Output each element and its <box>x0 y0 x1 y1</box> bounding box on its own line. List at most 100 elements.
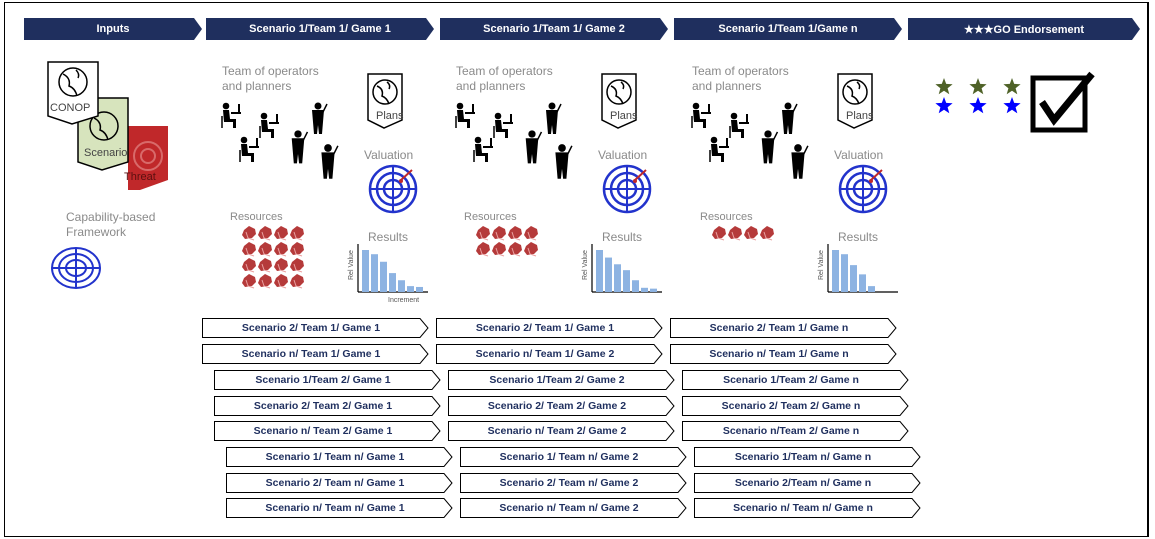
valuation-label: Valuation <box>834 148 884 162</box>
result-bar <box>614 264 621 292</box>
game-chevron <box>436 318 663 338</box>
result-bar <box>371 254 378 292</box>
game-chevron <box>214 370 441 390</box>
game-box: Scenario n/ Team 1/ Game 2 <box>436 344 664 364</box>
game-chevron <box>694 473 921 493</box>
scenario-label: Scenario <box>84 147 128 159</box>
game-chevron <box>460 498 687 518</box>
game-label: Scenario n/ Team 1/ Game 1 <box>241 348 381 360</box>
star-icon <box>1003 97 1021 114</box>
game-box: Scenario n/ Team 2/ Game 1 <box>214 421 442 441</box>
valuation-target-icon <box>838 164 888 214</box>
header-scenario-1-game-1: Scenario 1/Team 1/ Game 1 <box>206 18 434 40</box>
y-axis-label: Rel Value <box>582 250 589 280</box>
game-label: Scenario n/ Team n/ Game n <box>733 502 873 514</box>
game-box: Scenario 2/ Team 2/ Game n <box>682 396 910 416</box>
result-bar <box>832 250 839 292</box>
game-chevron <box>448 421 675 441</box>
framework-label: Capability-based Framework <box>66 210 156 239</box>
game-label: Scenario 2/ Team 2/ Game n <box>721 400 861 412</box>
results-label: Results <box>838 230 879 244</box>
game-chevron <box>682 370 909 390</box>
game-chevron <box>682 396 909 416</box>
game-box: Scenario 1/Team n/ Game n <box>694 447 922 467</box>
game-box: Scenario 2/ Team 2/ Game 2 <box>448 396 676 416</box>
operators-planners-icon <box>691 102 809 179</box>
game-label: Scenario n/Team 2/ Game n <box>722 425 860 437</box>
game-chevron <box>670 318 897 338</box>
result-bar <box>868 286 875 292</box>
header-chevron <box>674 18 902 40</box>
game-chevron <box>214 396 441 416</box>
result-bar <box>841 254 848 292</box>
resources-label: Resources <box>230 211 283 223</box>
resources-icon <box>476 226 538 257</box>
header-go-endorsement: ★★★GO Endorsement <box>908 18 1140 40</box>
result-bar <box>641 287 648 292</box>
conop-label: CONOP <box>50 102 91 114</box>
game-chevron <box>226 498 453 518</box>
game-box: Scenario 1/Team 2/ Game 2 <box>448 370 676 390</box>
header-chevron <box>908 18 1140 40</box>
game-box: Scenario 2/ Team 1/ Game n <box>670 318 898 338</box>
game-label: Scenario 2/Team n/ Game n <box>734 477 872 489</box>
game-box: Scenario 2/ Team 1/ Game 1 <box>436 318 664 338</box>
game-label: Scenario n/ Team 2/ Game 1 <box>253 425 393 437</box>
game-label: Scenario 1/ Team n/ Game 2 <box>499 451 639 463</box>
star-icon <box>935 78 953 95</box>
resources-icon <box>242 226 304 289</box>
plans-document-icon <box>367 73 403 129</box>
game-chevron <box>448 396 675 416</box>
game-label: Scenario n/ Team n/ Game 2 <box>499 502 639 514</box>
game-chevron <box>214 421 441 441</box>
conop-document-icon <box>47 61 99 125</box>
valuation-label: Valuation <box>364 148 414 162</box>
plans-document-icon <box>601 73 637 129</box>
game-chevron <box>448 370 675 390</box>
results-label: Results <box>368 230 409 244</box>
game-box: Scenario 2/ Team 1/ Game 1 <box>202 318 430 338</box>
game-box: Scenario 2/Team n/ Game n <box>694 473 922 493</box>
game-label: Scenario 2/ Team n/ Game 1 <box>265 477 405 489</box>
game-chevron <box>202 344 429 364</box>
header-scenario-1-game-2: Scenario 1/Team 1/ Game 2 <box>440 18 668 40</box>
result-bar <box>398 280 405 292</box>
game-chevron <box>226 447 453 467</box>
result-bar <box>416 286 423 292</box>
result-bar <box>596 250 603 292</box>
star-icon <box>969 97 987 114</box>
result-bar <box>380 261 387 292</box>
team-label: Team of operators and planners <box>692 64 789 93</box>
header-scenario-1-game-n: Scenario 1/Team 1/Game n <box>674 18 902 40</box>
star-icon <box>935 97 953 114</box>
game-label: Scenario 1/ Team n/ Game 1 <box>265 451 405 463</box>
plans-label: Plans <box>376 110 404 122</box>
game-label: Scenario 2/ Team 1/ Game 1 <box>475 322 615 334</box>
game-label: Scenario 2/ Team n/ Game 2 <box>499 477 639 489</box>
header-label: ★★★GO Endorsement <box>963 23 1085 36</box>
result-bar <box>407 286 414 292</box>
game-label: Scenario 2/ Team 2/ Game 1 <box>253 400 393 412</box>
header-chevron <box>24 18 202 40</box>
game-chevron <box>460 447 687 467</box>
star-icon <box>969 78 987 95</box>
result-bar <box>850 265 857 292</box>
checkbox-checked-icon <box>1030 71 1095 133</box>
y-axis-label: Rel Value <box>818 250 825 280</box>
plans-label: Plans <box>846 110 874 122</box>
game-box: Scenario n/ Team n/ Game 1 <box>226 498 454 518</box>
game-label: Scenario 1/Team 2/ Game 1 <box>255 374 391 386</box>
input-documents-icon <box>47 61 168 190</box>
game-box: Scenario 1/Team 2/ Game 1 <box>214 370 442 390</box>
game-label: Scenario 2/ Team 2/ Game 2 <box>487 400 627 412</box>
team-label: Team of operators and planners <box>456 64 553 93</box>
result-bar <box>859 274 866 292</box>
result-bar <box>632 280 639 292</box>
results-label: Results <box>602 230 643 244</box>
result-bar <box>362 250 369 292</box>
result-bar <box>605 257 612 292</box>
results-bar-chart: Rel Value <box>582 244 662 293</box>
game-label: Scenario n/ Team 2/ Game 2 <box>487 425 627 437</box>
game-box: Scenario n/Team 2/ Game n <box>682 421 910 441</box>
